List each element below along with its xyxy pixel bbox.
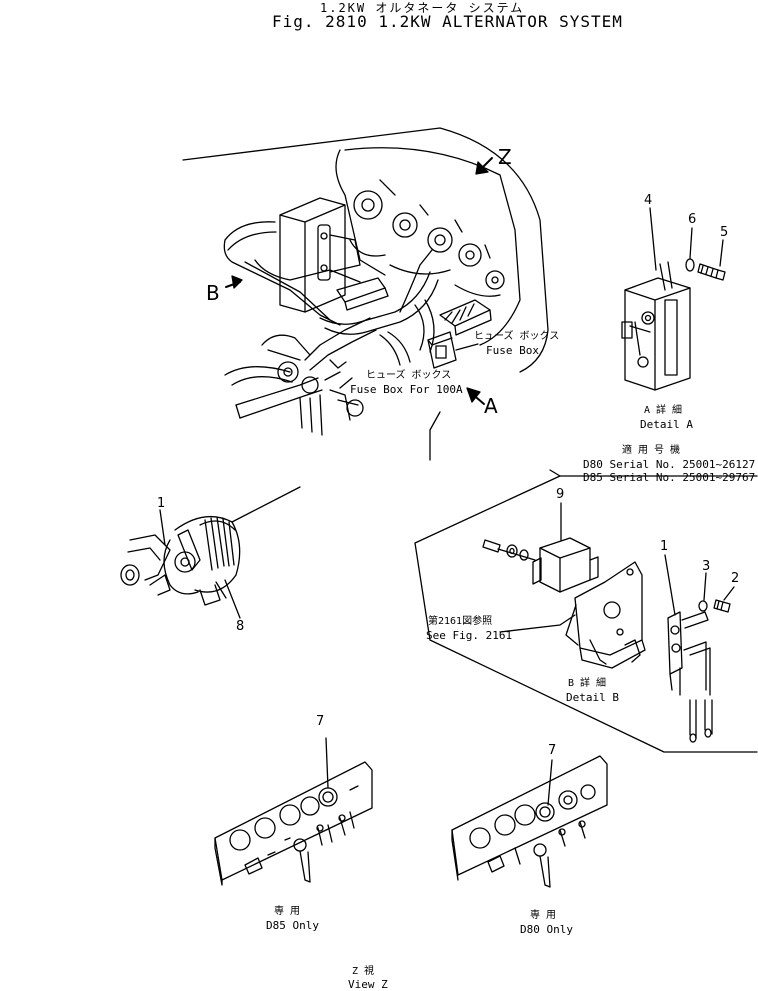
fuse-box-100a-jp-label: ヒューズ ボックス xyxy=(366,370,452,381)
detail-a-drawing xyxy=(622,208,725,390)
serial-d85-label: D85 Serial No. 25001~29767 xyxy=(583,471,756,484)
part-number-4: 4 xyxy=(644,193,653,208)
d85-only-label: D85 Only xyxy=(266,919,319,932)
part-number-3: 3 xyxy=(702,559,711,574)
d80-only-label: D80 Only xyxy=(520,923,573,936)
title-japanese: 1.2KW オルタネータ システム xyxy=(320,1,525,15)
serial-d80-label: D80 Serial No. 25001~26127 xyxy=(583,458,756,471)
view-b-arrow-label: B xyxy=(206,281,220,305)
panel-d85-drawing xyxy=(215,738,372,885)
see-fig-jp-label: 第2161図参照 xyxy=(428,616,493,627)
d85-only-jp-label: 専 用 xyxy=(274,906,301,917)
part-number-1-alternator: 1 xyxy=(157,496,166,511)
see-fig-label: See Fig. 2161 xyxy=(426,629,513,642)
detail-b-drawing xyxy=(415,470,757,752)
view-z-jp-label: Z 視 xyxy=(352,966,375,977)
fuse-box-label: Fuse Box xyxy=(486,344,539,357)
applicable-serial-jp-label: 適 用 号 機 xyxy=(622,445,681,456)
alternator-drawing xyxy=(121,487,300,618)
panel-d80-drawing xyxy=(452,756,607,887)
detail-a-label: Detail A xyxy=(640,418,693,431)
d80-only-jp-label: 専 用 xyxy=(530,910,557,921)
detail-a-jp-label: A 詳 細 xyxy=(644,405,683,416)
part-number-9: 9 xyxy=(556,487,565,502)
dashboard-wiring-assembly xyxy=(183,128,548,460)
part-number-1-detail-b: 1 xyxy=(660,539,669,554)
view-z-arrow-label: Z xyxy=(498,145,512,169)
detail-b-jp-label: B 詳 細 xyxy=(568,678,607,689)
view-a-arrow-label: A xyxy=(484,394,498,418)
detail-b-label: Detail B xyxy=(566,691,619,704)
part-number-5: 5 xyxy=(720,225,729,240)
part-number-6: 6 xyxy=(688,212,697,227)
part-number-8: 8 xyxy=(236,619,245,634)
fuse-box-jp-label: ヒューズ ボックス xyxy=(474,331,560,342)
fuse-box-100a-label: Fuse Box For 100A xyxy=(350,383,463,396)
figure-title: Fig. 2810 1.2KW ALTERNATOR SYSTEM xyxy=(272,12,623,31)
part-number-2: 2 xyxy=(731,571,740,586)
part-number-7-d80: 7 xyxy=(548,743,557,758)
part-number-7-d85: 7 xyxy=(316,714,325,729)
view-z-label: View Z xyxy=(348,978,388,991)
